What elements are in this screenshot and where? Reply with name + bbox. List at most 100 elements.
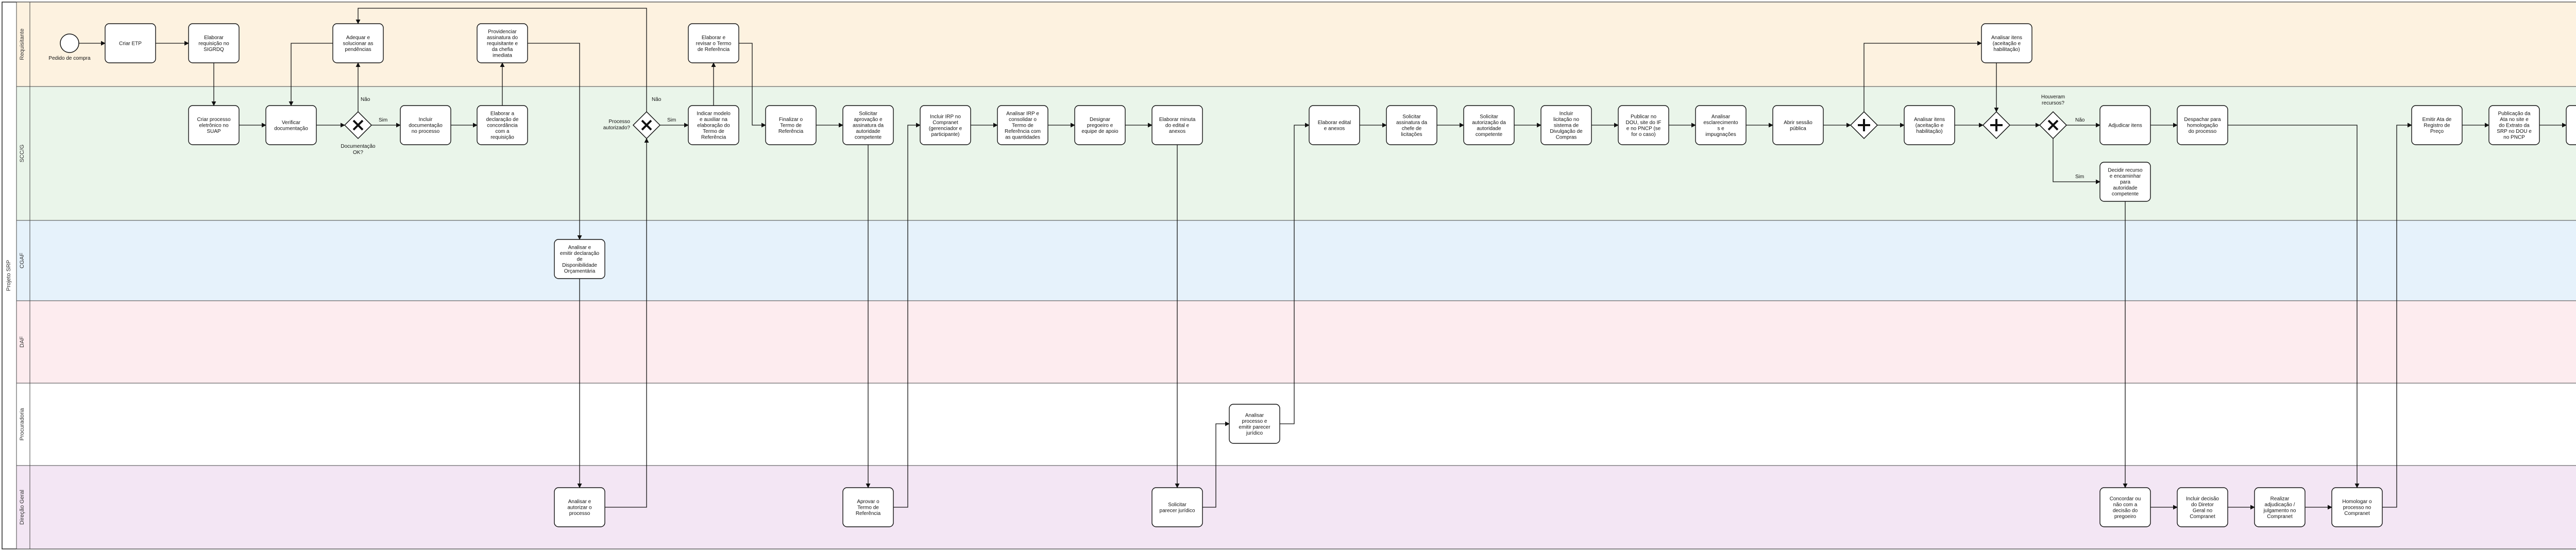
task-label: Designar [1090,117,1111,123]
task-label: equipe de apoio [1081,129,1118,134]
sequence-flow [2228,125,2360,488]
flow-label-no: Não [652,97,662,102]
task-label: Termo de [857,505,879,511]
task-label: Elaborar edital [1318,120,1351,126]
task-label: com a [495,129,510,134]
task-label: autorização da [1472,120,1506,126]
task-label: Compranet [2344,511,2370,516]
task-label: Divulgação de [1550,129,1583,134]
task-label: Criar ETP [119,41,142,47]
task-label: Analisar itens [1914,117,1945,123]
task-t-extrato[interactable]: Extrato SRPpublicado [2566,105,2576,145]
task-label: de [577,257,583,263]
task-label: Ata no site e [2500,117,2529,123]
task-label: Solicitar [1168,502,1187,508]
task-label: Verificar [282,120,301,126]
gateway-label: Documentação [341,144,376,149]
task-label: e auxiliar na [700,117,727,123]
task-label: Concordar ou [2110,496,2141,502]
task-label: Homologar o [2342,499,2372,505]
task-label: Solicitar [1402,114,1421,119]
plus-marker-icon [1990,119,2003,131]
flow-label-yes: Sim [379,117,387,123]
task-label: Publicação da [2498,111,2531,117]
task-label: emitir declaração [560,251,600,256]
task-label: adjudicação / [2265,502,2295,508]
task-label: Referência [778,129,804,134]
task-label: não com a [2113,502,2138,508]
task-label: Elaborar minuta [1159,117,1196,123]
task-label: documentação [409,123,443,129]
task-label: pendências [345,47,371,53]
task-label: solucionar as [343,41,374,47]
task-label: Incluir [419,117,433,123]
task-label: licitação no [1553,117,1579,123]
task-label: competente [2112,192,2139,197]
task-label: autoridade [2113,185,2138,191]
gateway-label: OK? [353,150,363,156]
task-label: SRP no DOU e [2497,129,2532,134]
task-label: Adequar e [346,35,370,41]
task-label: autoridade [1477,126,1501,131]
sequence-flow [739,43,766,128]
task-t-etp[interactable]: Criar ETP [105,23,156,63]
task-label: as quantidades [1005,135,1040,141]
task-label: consolidar o [1009,117,1037,123]
task-label: autoridade [856,129,880,134]
lane-daf [16,300,2576,384]
sequence-flow [1202,421,1230,508]
task-label: para [2120,180,2130,185]
task-label: Providenciar [488,29,517,35]
task-label: e no PNCP (se [1626,126,1661,131]
task-label: revisar o Termo [696,41,732,47]
task-label: processo [569,511,590,516]
task-label: Referência com [1005,129,1041,134]
task-label: homologação [2187,123,2218,129]
task-label: competente [1476,132,1503,137]
flow-label-no: Não [361,97,370,102]
sequence-flow [605,138,649,508]
lane-label-scc: SCC/G [19,145,25,163]
task-label: Analisar e [568,245,591,251]
task-label: Incluir [1560,111,1573,117]
task-t-adj[interactable]: Adjudicar itens [2099,105,2151,145]
task-label: for o caso) [1631,132,1655,137]
